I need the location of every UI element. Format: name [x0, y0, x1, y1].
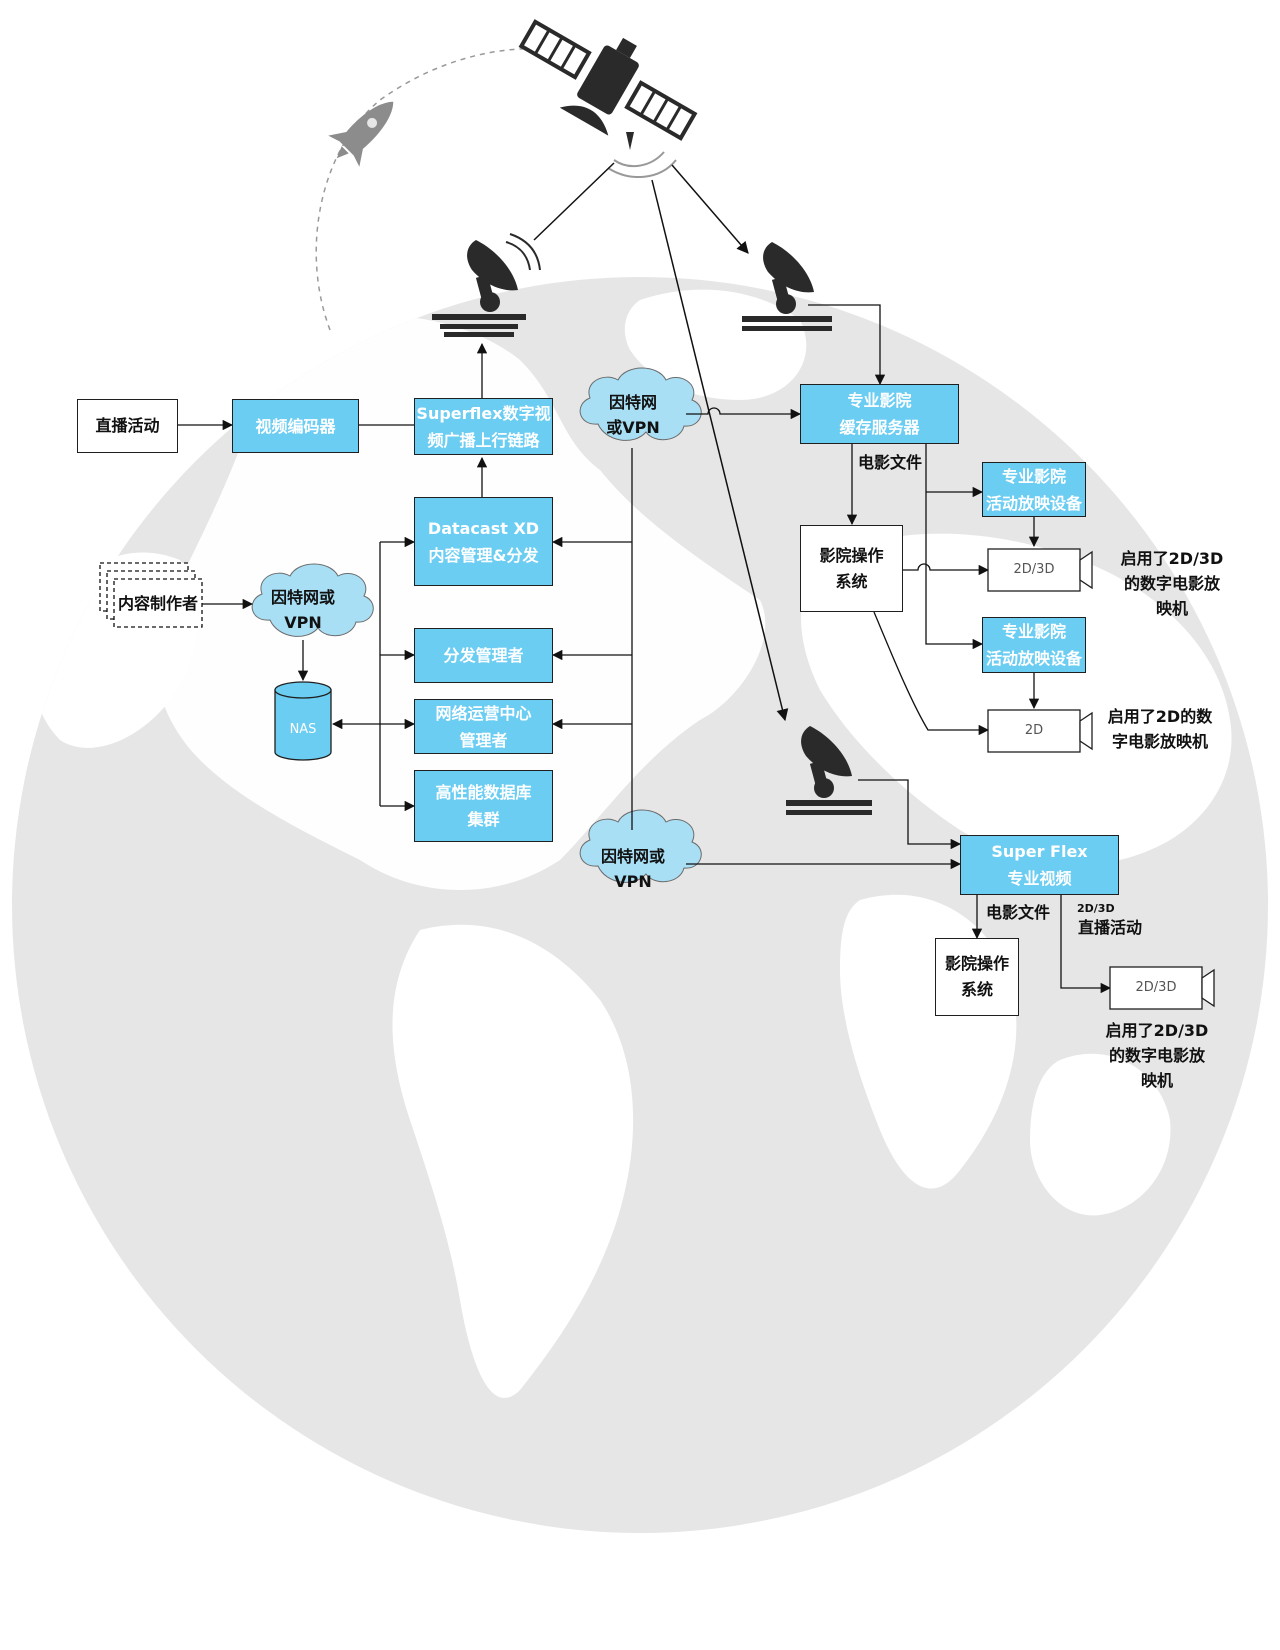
player-2-label-1: 专业影院 — [1001, 622, 1066, 641]
datacast-label-1: Datacast XD — [427, 518, 540, 538]
datacast-label-2: 内容管理&分发 — [428, 545, 539, 565]
projector-3-desc-line-2: 的数字电影放 — [1108, 1046, 1205, 1065]
satellite-links — [533, 162, 789, 722]
projector-2-description: 启用了2D的数 字电影放映机 — [1100, 704, 1220, 754]
movie-file-label-2: 电影文件 — [985, 903, 1050, 922]
projector-1-desc-line-3: 映机 — [1155, 599, 1188, 618]
datacast-box: Datacast XD 内容管理&分发 — [414, 497, 553, 586]
cloud-left-text: 因特网或 VPN — [258, 585, 348, 635]
connectors — [178, 304, 1112, 994]
database-icon — [274, 681, 332, 761]
cloud-top-line-1: 因特网 — [608, 393, 657, 412]
cache-server-box: 专业影院 缓存服务器 — [800, 384, 959, 444]
projector-3-text: 2D/3D — [1135, 980, 1177, 995]
tms-2-label-2: 系统 — [960, 980, 993, 999]
noc-manager-label-1: 网络运营中心 — [435, 703, 532, 723]
player-1-label-1: 专业影院 — [1001, 466, 1066, 486]
projector-1-description: 启用了2D/3D 的数字电影放 映机 — [1112, 546, 1232, 621]
cloud-bottom-line-1: 因特网或 — [600, 847, 665, 866]
projector-1-text: 2D/3D — [1013, 562, 1055, 577]
projector-2-desc-line-1: 启用了2D的数 — [1107, 707, 1213, 726]
video-encoder-label: 视频编码器 — [255, 416, 336, 436]
tms-box-2: 影院操作 系统 — [935, 938, 1019, 1016]
distribution-manager-box: 分发管理者 — [414, 628, 553, 683]
cloud-top-text: 因特网 或VPN — [588, 390, 678, 440]
tms-1-label-1: 影院操作 — [819, 545, 884, 565]
projector-1-desc-line-1: 启用了2D/3D — [1120, 549, 1224, 568]
player-box-1: 专业影院 活动放映设备 — [982, 462, 1086, 517]
rocket-icon — [328, 101, 394, 167]
player-1-label-2: 活动放映设备 — [985, 493, 1082, 513]
uplink-label-1: Superflex数字视 — [416, 403, 551, 423]
live-event-label-2: 直播活动 — [1077, 918, 1142, 937]
cache-server-label-2: 缓存服务器 — [839, 418, 920, 437]
cloud-top-line-2: 或VPN — [606, 418, 660, 437]
player-2-label-2: 活动放映设备 — [985, 649, 1082, 668]
cloud-left-line-1: 因特网或 — [270, 588, 335, 607]
distribution-manager-label: 分发管理者 — [443, 646, 524, 665]
projector-1-desc-line-2: 的数字电影放 — [1123, 574, 1220, 593]
superflex-video-label-2: 专业视频 — [1007, 869, 1072, 888]
live-event-label: 直播活动 — [95, 416, 160, 435]
content-creator-label: 内容制作者 — [117, 594, 198, 613]
superflex-video-box: Super Flex 专业视频 — [960, 835, 1119, 895]
orbit-path — [315, 47, 561, 331]
projector-2-text: 2D — [1024, 723, 1044, 738]
nas-label: NAS — [289, 722, 317, 737]
live-event-box: 直播活动 — [77, 399, 178, 453]
tms-box-1: 影院操作 系统 — [800, 525, 903, 612]
db-cluster-label-1: 高性能数据库 — [435, 783, 532, 802]
cloud-bottom-line-2: VPN — [614, 872, 652, 891]
tms-1-label-2: 系统 — [835, 571, 868, 591]
uplink-label-2: 频广播上行链路 — [427, 430, 540, 450]
uplink-box: Superflex数字视 频广播上行链路 — [414, 398, 553, 455]
projector-2-desc-line-2: 字电影放映机 — [1111, 732, 1208, 751]
satellite-icon — [518, 19, 698, 178]
live-small-label: 2D/3D — [1077, 902, 1115, 915]
video-encoder-box: 视频编码器 — [232, 399, 359, 453]
cloud-icon — [251, 367, 702, 883]
content-creator-stack — [99, 562, 203, 628]
dish-antenna-icon — [432, 233, 872, 815]
cache-server-label-1: 专业影院 — [847, 391, 912, 410]
projector-3-desc-line-3: 映机 — [1140, 1071, 1173, 1090]
tms-2-label-1: 影院操作 — [944, 954, 1009, 973]
projector-3-description: 启用了2D/3D 的数字电影放 映机 — [1097, 1018, 1217, 1093]
db-cluster-box: 高性能数据库 集群 — [414, 770, 553, 842]
noc-manager-label-2: 管理者 — [459, 730, 508, 750]
player-box-2: 专业影院 活动放映设备 — [982, 617, 1086, 673]
projector-3-desc-line-1: 启用了2D/3D — [1105, 1021, 1209, 1040]
noc-manager-box: 网络运营中心 管理者 — [414, 699, 553, 754]
db-cluster-label-2: 集群 — [467, 810, 500, 829]
cloud-bottom-text: 因特网或 VPN — [588, 844, 678, 894]
projector-icon — [987, 548, 1215, 1010]
superflex-video-label-1: Super Flex — [991, 842, 1088, 861]
movie-file-label-1: 电影文件 — [857, 453, 922, 472]
cloud-left-line-2: VPN — [284, 613, 322, 632]
